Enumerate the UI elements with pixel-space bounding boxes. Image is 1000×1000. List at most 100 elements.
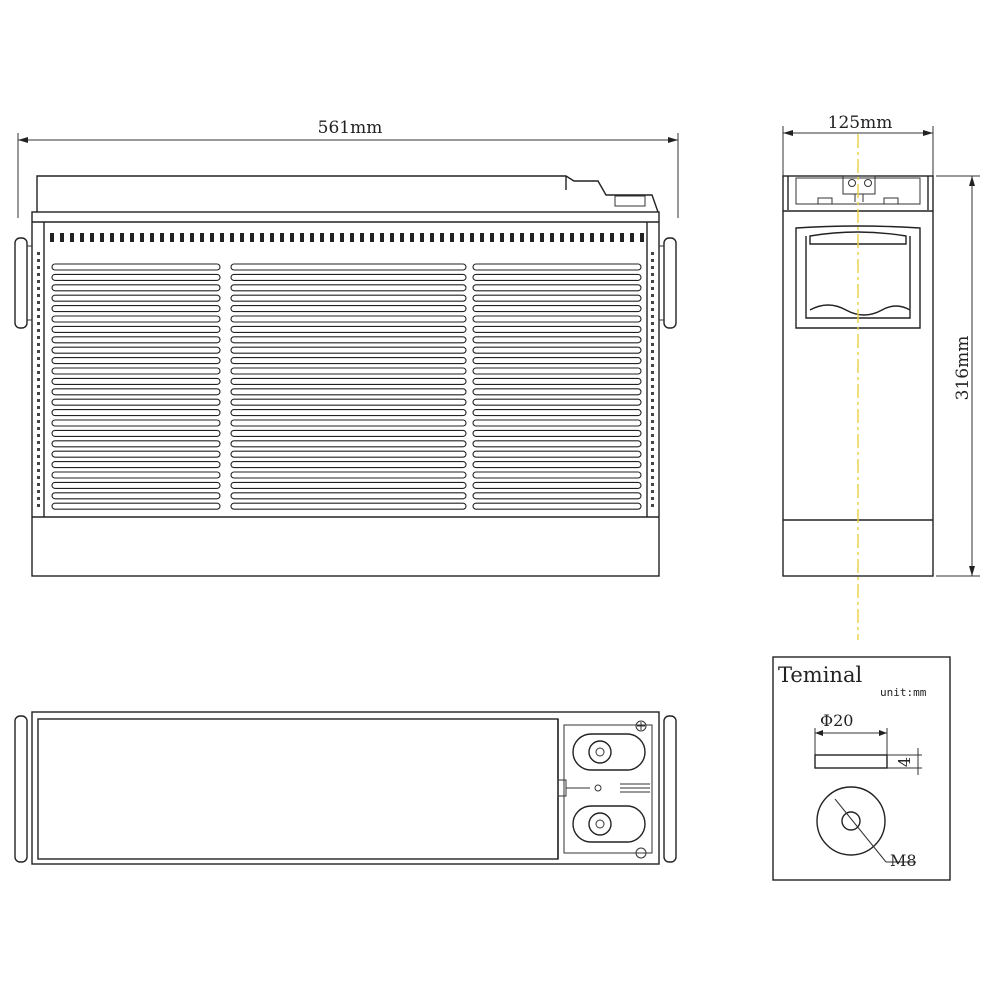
vent-slot bbox=[472, 429, 642, 437]
side-height-dimension: 316mm bbox=[936, 175, 980, 577]
unit-label: unit:mm bbox=[880, 686, 927, 699]
perforation-dot bbox=[651, 504, 654, 507]
vent-slot bbox=[230, 419, 467, 427]
vent-tooth bbox=[190, 233, 194, 242]
perforation-dot bbox=[651, 427, 654, 430]
vent-slot bbox=[472, 450, 642, 458]
vent-slot bbox=[472, 367, 642, 375]
perforation-dot bbox=[37, 476, 40, 479]
perforation-dot bbox=[651, 252, 654, 255]
vent-tooth bbox=[600, 233, 604, 242]
vent-slot bbox=[51, 305, 221, 313]
vent-slot bbox=[51, 315, 221, 323]
vent-tooth bbox=[50, 233, 54, 242]
vent-tooth bbox=[550, 233, 554, 242]
perforation-dot bbox=[37, 406, 40, 409]
side-width-dimension: 125mm bbox=[782, 113, 934, 178]
vent-tooth bbox=[300, 233, 304, 242]
vent-slot bbox=[472, 409, 642, 417]
side-perforations bbox=[37, 252, 654, 507]
perforation-dot bbox=[651, 301, 654, 304]
vent-slot bbox=[230, 357, 467, 365]
terminal-face: M8 bbox=[816, 786, 917, 870]
vent-slot bbox=[51, 429, 221, 437]
vent-slot bbox=[472, 273, 642, 281]
perforation-dot bbox=[37, 427, 40, 430]
perforation-dot bbox=[651, 490, 654, 493]
perforation-dot bbox=[651, 329, 654, 332]
vent-slot bbox=[472, 461, 642, 469]
perforation-dot bbox=[37, 469, 40, 472]
perforation-dot bbox=[651, 434, 654, 437]
vent-tooth bbox=[350, 233, 354, 242]
vent-tooth bbox=[640, 233, 644, 242]
vent-slot bbox=[51, 409, 221, 417]
perforation-dot bbox=[37, 455, 40, 458]
vent-slot bbox=[472, 315, 642, 323]
vent-tooth bbox=[400, 233, 404, 242]
diameter-dimension: Φ20 bbox=[814, 711, 888, 768]
vent-slot bbox=[230, 273, 467, 281]
terminal-detail-box: Teminal unit:mm Φ20 4 M8 bbox=[772, 656, 951, 881]
perforation-dot bbox=[37, 280, 40, 283]
vent-slot bbox=[51, 461, 221, 469]
vent-slot bbox=[230, 305, 467, 313]
perforation-dot bbox=[37, 434, 40, 437]
vent-slot bbox=[230, 336, 467, 344]
perforation-dot bbox=[651, 497, 654, 500]
vent-slot bbox=[230, 471, 467, 479]
vent-tooth bbox=[210, 233, 214, 242]
perforation-dot bbox=[651, 483, 654, 486]
perforation-dot bbox=[37, 413, 40, 416]
vent-slot bbox=[51, 284, 221, 292]
vent-slot bbox=[51, 336, 221, 344]
vent-tooth bbox=[390, 233, 394, 242]
vent-tooth bbox=[230, 233, 234, 242]
vent-slot bbox=[51, 398, 221, 406]
top-left-handle bbox=[14, 715, 28, 863]
vent-slot bbox=[51, 388, 221, 396]
perforation-dot bbox=[651, 266, 654, 269]
vent-tooth bbox=[250, 233, 254, 242]
perforation-dot bbox=[651, 350, 654, 353]
vent-tooth bbox=[480, 233, 484, 242]
vent-slot bbox=[230, 492, 467, 500]
front-right-handle bbox=[659, 237, 677, 329]
perforation-dot bbox=[651, 448, 654, 451]
top-view bbox=[14, 711, 677, 865]
perforation-dot bbox=[37, 483, 40, 486]
vent-slot bbox=[472, 263, 642, 271]
perforation-dot bbox=[37, 294, 40, 297]
perforation-dot bbox=[37, 252, 40, 255]
vent-slot bbox=[230, 263, 467, 271]
thickness-label: 4 bbox=[895, 757, 914, 767]
vent-tooth bbox=[440, 233, 444, 242]
vent-slot bbox=[472, 377, 642, 385]
vent-tooth bbox=[150, 233, 154, 242]
vent-slot bbox=[51, 502, 221, 510]
top-right-handle bbox=[663, 715, 677, 863]
perforation-dot bbox=[651, 378, 654, 381]
vent-slot bbox=[230, 377, 467, 385]
vent-tooth bbox=[520, 233, 524, 242]
vent-tooth bbox=[140, 233, 144, 242]
vent-slot bbox=[51, 273, 221, 281]
vent-slot bbox=[472, 388, 642, 396]
perforation-dot bbox=[651, 420, 654, 423]
vent-slot bbox=[472, 502, 642, 510]
negative-symbol-icon bbox=[635, 847, 647, 859]
perforation-dot bbox=[37, 385, 40, 388]
perforation-dot bbox=[37, 322, 40, 325]
vent-tooth bbox=[330, 233, 334, 242]
vent-tooth bbox=[290, 233, 294, 242]
vent-slot bbox=[51, 325, 221, 333]
front-view: 561mm bbox=[14, 118, 679, 577]
vent-teeth-row bbox=[50, 233, 644, 242]
perforation-dot bbox=[651, 280, 654, 283]
vent-slot bbox=[472, 325, 642, 333]
vent-tooth bbox=[200, 233, 204, 242]
perforation-dot bbox=[37, 259, 40, 262]
vent-slot bbox=[51, 367, 221, 375]
perforation-dot bbox=[37, 448, 40, 451]
